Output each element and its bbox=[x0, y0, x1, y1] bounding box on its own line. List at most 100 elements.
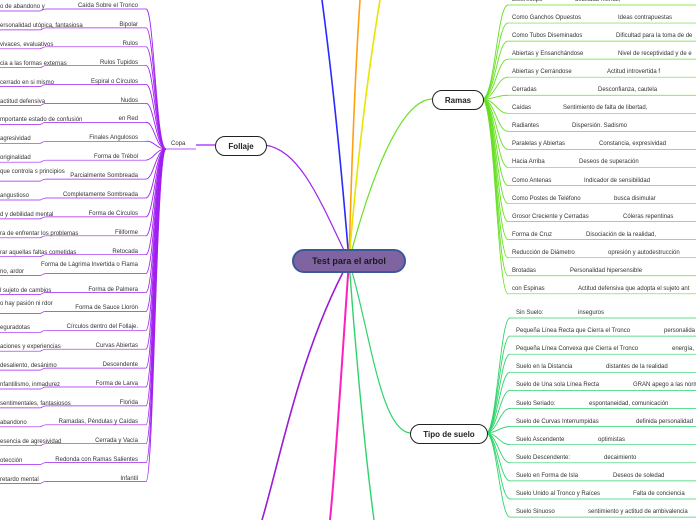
ramas-item-16[interactable]: con Espinas bbox=[512, 285, 545, 292]
follaje-item-16[interactable]: Forma de Sauce Llorón bbox=[75, 305, 138, 312]
follaje-item-10[interactable]: Completamente Sombreada bbox=[62, 192, 138, 198]
suelo-detail-6[interactable]: definida personalidad bbox=[636, 418, 694, 425]
ramas-item-6[interactable]: Caídas bbox=[512, 105, 532, 112]
ramas-detail-5[interactable]: Desconfianza, cautela bbox=[598, 87, 658, 94]
follaje-detail-9[interactable]: que controla s principios bbox=[0, 169, 65, 176]
ramas-detail-0[interactable]: debilidad mental, bbox=[575, 0, 621, 3]
ramas-item-10[interactable]: Como Antenas bbox=[512, 177, 552, 184]
follaje-detail-15[interactable]: l sujeto de cambios bbox=[0, 287, 52, 294]
ramas-item-0[interactable]: Estereotipo bbox=[512, 0, 543, 3]
suelo-detail-11[interactable]: sentimiento y actitud de ambivalencia bbox=[588, 509, 688, 516]
ramas-item-1[interactable]: Como Ganchos Opuestos bbox=[512, 15, 582, 22]
ramas-item-7[interactable]: Radiantes bbox=[512, 123, 540, 130]
suelo-item-4[interactable]: Suelo de Una sola Línea Recta bbox=[516, 382, 600, 389]
ramas-detail-12[interactable]: Cóleras repentinas bbox=[623, 213, 674, 220]
follaje-item-20[interactable]: Forma de Larva bbox=[95, 381, 138, 387]
suelo-item-3[interactable]: Suelo en la Distancia bbox=[516, 364, 573, 371]
follaje-detail-20[interactable]: nfantilismo, inmadurez bbox=[0, 382, 61, 388]
suelo-item-1[interactable]: Pequeña Línea Recta que Cierra el Tronco bbox=[516, 328, 631, 335]
ramas-item-5[interactable]: Cerradas bbox=[512, 87, 537, 94]
follaje-item-12[interactable]: Filiforme bbox=[114, 229, 138, 236]
ramas-detail-11[interactable]: busca disimular bbox=[614, 195, 656, 202]
follaje-detail-4[interactable]: cerrado en si mismo bbox=[0, 79, 55, 86]
suelo-detail-2[interactable]: energía, bbox=[672, 346, 695, 353]
ramas-detail-4[interactable]: Actitud introvertida f bbox=[607, 69, 661, 76]
suelo-detail-10[interactable]: Falta de conciencia bbox=[633, 491, 685, 497]
follaje-detail-16[interactable]: o hay pasión ni rdor bbox=[0, 301, 53, 308]
follaje-detail-0[interactable]: o de abandono y bbox=[0, 4, 45, 10]
follaje-detail-14[interactable]: no, ardor bbox=[0, 268, 25, 275]
ramas-item-9[interactable]: Hacia Arriba bbox=[512, 159, 545, 166]
follaje-item-21[interactable]: Florida bbox=[119, 399, 138, 406]
follaje-detail-13[interactable]: rar aquellas faltas cometidas bbox=[0, 249, 77, 256]
follaje-item-18[interactable]: Curvas Abiertas bbox=[95, 343, 138, 350]
ramas-item-4[interactable]: Abiertas y Cerrándose bbox=[512, 69, 572, 76]
ramas-item-11[interactable]: Como Postes de Teléfono bbox=[512, 195, 581, 202]
follaje-item-7[interactable]: Finales Angulosos bbox=[89, 135, 138, 142]
follaje-detail-17[interactable]: eguradotas bbox=[0, 325, 31, 332]
follaje-item-4[interactable]: Espiral o Círculos bbox=[90, 78, 138, 85]
ramas-item-15[interactable]: Brotadas bbox=[512, 267, 537, 274]
follaje-item-3[interactable]: Rulos Tupidos bbox=[99, 59, 138, 66]
central-topic[interactable]: Test para el arbol bbox=[292, 249, 406, 273]
ramas-detail-7[interactable]: Dispersión. Sadismo bbox=[572, 123, 628, 130]
follaje-item-5[interactable]: Nudos bbox=[120, 97, 138, 104]
suelo-detail-4[interactable]: GRAN apego a las norm bbox=[633, 382, 696, 389]
ramas-detail-3[interactable]: Nivel de receptividad y de e bbox=[618, 51, 692, 58]
follaje-detail-12[interactable]: ra de enfrentar los problemas bbox=[0, 230, 79, 237]
follaje-detail-5[interactable]: actitud defensiva bbox=[0, 98, 46, 105]
follaje-item-6[interactable]: en Red bbox=[118, 116, 138, 123]
ramas-item-14[interactable]: Reducción de Diámetro bbox=[512, 249, 575, 256]
ramas-detail-6[interactable]: Sentimiento de falta de libertad, bbox=[563, 105, 648, 112]
suelo-detail-1[interactable]: personalida bbox=[664, 328, 696, 335]
follaje-item-2[interactable]: Rulos bbox=[122, 40, 138, 47]
suelo-item-5[interactable]: Suelo Seriado: bbox=[516, 400, 556, 407]
ramas-detail-8[interactable]: Constancia, expresividad bbox=[599, 141, 667, 148]
follaje-item-14[interactable]: Forma de Lágrima Invertida o Flama bbox=[40, 261, 138, 268]
follaje-item-0[interactable]: Caída Sobre el Tronco bbox=[77, 3, 138, 9]
ramas-item-13[interactable]: Forma de Cruz bbox=[512, 231, 553, 238]
follaje-item-11[interactable]: Forma de Círculos bbox=[88, 210, 138, 217]
follaje-detail-25[interactable]: retardo mental bbox=[0, 476, 39, 483]
suelo-detail-5[interactable]: espontaneidad, comunicación bbox=[589, 400, 669, 407]
suelo-detail-8[interactable]: decaimiento bbox=[604, 454, 637, 461]
ramas-item-2[interactable]: Como Tubos Diseminados bbox=[512, 33, 583, 40]
ramas-item-3[interactable]: Abiertas y Ensanchándose bbox=[512, 51, 584, 58]
ramas-detail-9[interactable]: Deseos de superación bbox=[579, 159, 639, 166]
suelo-item-6[interactable]: Suelo de Curvas Interrumpidas bbox=[516, 418, 599, 425]
follaje-detail-23[interactable]: esencia de agresividad bbox=[0, 438, 62, 445]
ramas-detail-14[interactable]: opresión y autodestrucción bbox=[608, 249, 680, 256]
ramas-detail-2[interactable]: Dificultad para la toma de de bbox=[616, 33, 693, 40]
follaje-item-24[interactable]: Redonda con Ramas Salientes bbox=[55, 456, 138, 463]
follaje-item-19[interactable]: Descendente bbox=[102, 362, 138, 369]
ramas-item-8[interactable]: Paralelas y Abiertas bbox=[512, 141, 566, 148]
suelo-detail-7[interactable]: optimistas bbox=[598, 436, 626, 443]
suelo-detail-0[interactable]: inseguros bbox=[578, 310, 605, 316]
suelo-item-0[interactable]: Sin Suelo: bbox=[516, 310, 544, 316]
ramas-detail-15[interactable]: Personalidad hipersensible bbox=[570, 267, 643, 274]
follaje-detail-21[interactable]: sentimentales, fantasiosos bbox=[0, 400, 71, 407]
follaje-item-15[interactable]: Forma de Palmera bbox=[88, 286, 138, 293]
suelo-item-10[interactable]: Suelo Unido al Tronco y Raíces bbox=[516, 491, 601, 497]
ramas-detail-16[interactable]: Actitud defensiva que adopta el sujeto a… bbox=[578, 285, 690, 292]
follaje-item-22[interactable]: Ramadas, Péndulas y Caídas bbox=[58, 418, 138, 425]
subtopic-copa[interactable]: Copa bbox=[171, 141, 186, 147]
follaje-item-23[interactable]: Cerrada y Vacía bbox=[95, 437, 138, 444]
ramas-detail-13[interactable]: Disociación de la realidad, bbox=[586, 231, 657, 238]
topic-follaje[interactable]: Follaje bbox=[215, 136, 267, 156]
ramas-item-12[interactable]: Grosor Creciente y Cerradas bbox=[512, 213, 589, 220]
follaje-detail-8[interactable]: originalidad bbox=[0, 155, 31, 162]
ramas-detail-1[interactable]: Ideas contrapuestas bbox=[618, 15, 673, 22]
follaje-item-13[interactable]: Retocada bbox=[112, 248, 138, 255]
suelo-item-11[interactable]: Suelo Sinuoso bbox=[516, 509, 555, 516]
topic-ramas[interactable]: Ramas bbox=[432, 90, 484, 110]
follaje-detail-19[interactable]: desaliento, desánimo bbox=[0, 363, 57, 370]
follaje-item-17[interactable]: Círculos dentro del Follaje. bbox=[66, 324, 138, 331]
follaje-detail-6[interactable]: mportante estado de confusión bbox=[0, 117, 83, 124]
follaje-detail-22[interactable]: abandono bbox=[0, 419, 27, 426]
follaje-item-9[interactable]: Parcialmente Sombreada bbox=[70, 173, 138, 180]
follaje-item-1[interactable]: Bipolar bbox=[119, 21, 138, 28]
suelo-detail-9[interactable]: Deseos de soledad bbox=[613, 472, 665, 479]
follaje-detail-2[interactable]: vivaces, evaluativos bbox=[0, 41, 54, 48]
suelo-item-9[interactable]: Suelo en Forma de Isla bbox=[516, 472, 579, 479]
